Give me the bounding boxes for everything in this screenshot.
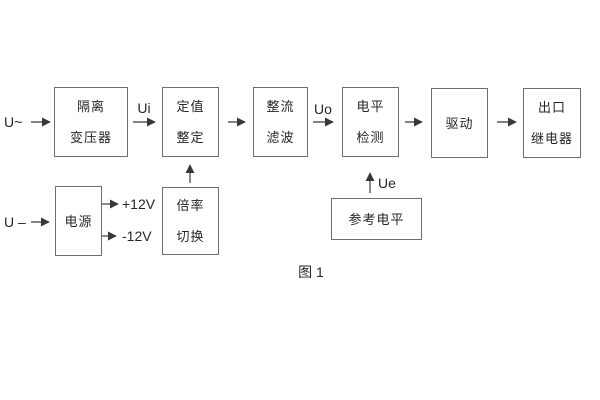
block-label: 倍率: [176, 198, 205, 213]
block-label: 参考电平: [348, 211, 405, 227]
block-label: 切换: [176, 229, 205, 244]
figure-caption: 图 1: [298, 264, 324, 280]
block-label: 电源: [64, 213, 93, 229]
block-reference-level: 参考电平: [331, 198, 422, 240]
block-isolation-transformer: 隔离 变压器: [54, 87, 128, 157]
dc-input-label: U –: [4, 214, 26, 230]
block-multiplier-switch: 倍率 切换: [162, 187, 219, 255]
block-label: 电平: [356, 99, 385, 114]
block-label: 定值: [176, 99, 205, 114]
block-setting-adjustment: 定值 整定: [162, 87, 219, 157]
block-label: 检测: [356, 130, 385, 145]
block-level-detection: 电平 检测: [342, 87, 399, 157]
block-label: 滤波: [266, 130, 295, 145]
block-label: 继电器: [530, 131, 573, 146]
rail-pos-label: +12V: [122, 196, 156, 212]
block-output-relay: 出口 继电器: [523, 88, 581, 158]
signal-label-uo: Uo: [314, 101, 332, 117]
block-power-supply: 电源: [55, 186, 102, 256]
ac-input-label: U~: [4, 114, 23, 130]
rail-neg-label: -12V: [122, 228, 152, 244]
signal-label-ue: Ue: [378, 175, 396, 191]
block-label: 驱动: [445, 115, 474, 131]
block-label: 整定: [176, 130, 205, 145]
block-label: 整流: [266, 99, 295, 114]
signal-label-ui: Ui: [137, 100, 151, 116]
block-label: 出口: [537, 100, 566, 115]
block-label: 变压器: [69, 130, 112, 145]
block-label: 隔离: [76, 99, 105, 114]
block-drive: 驱动: [431, 88, 488, 158]
block-rectifier-filter: 整流 滤波: [253, 87, 308, 157]
